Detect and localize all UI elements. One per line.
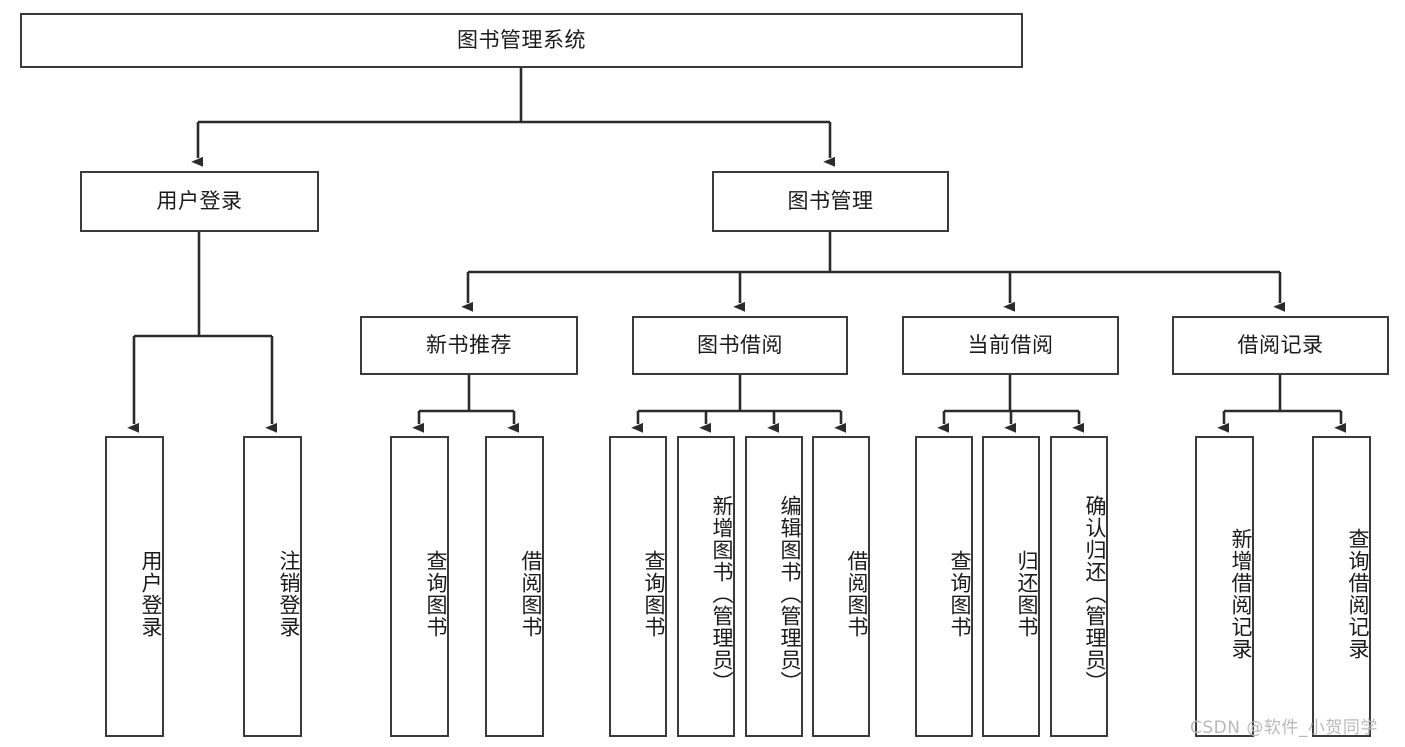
node-leaf-user-logout[interactable]: 注销登录	[243, 436, 302, 737]
node-leaf-add-book[interactable]: 新增图书（管理员）	[677, 436, 735, 737]
node-label: 注销登录	[277, 549, 301, 638]
node-label: 新增借阅记录	[1229, 527, 1253, 660]
node-leaf-confirm-return[interactable]: 确认归还（管理员）	[1050, 436, 1108, 737]
node-label: 用户登录	[139, 549, 163, 638]
node-leaf-query-book-1[interactable]: 查询图书	[390, 436, 449, 737]
node-new-book-rec[interactable]: 新书推荐	[360, 316, 578, 375]
node-leaf-user-login[interactable]: 用户登录	[105, 436, 164, 737]
node-book-manage[interactable]: 图书管理	[712, 171, 949, 232]
node-label: 借阅图书	[519, 549, 543, 638]
node-label: 借阅图书	[845, 549, 869, 638]
node-label: 查询图书	[948, 549, 972, 638]
node-label: 用户登录	[156, 188, 243, 213]
node-leaf-borrow-book-2[interactable]: 借阅图书	[812, 436, 870, 737]
node-label: 新增图书（管理员）	[710, 494, 734, 693]
node-label: 查询借阅记录	[1346, 527, 1370, 660]
node-label: 图书管理	[787, 188, 874, 213]
node-leaf-edit-book[interactable]: 编辑图书（管理员）	[745, 436, 803, 737]
node-label: 新书推荐	[426, 332, 512, 357]
node-book-borrow[interactable]: 图书借阅	[632, 316, 848, 375]
node-label: 图书借阅	[697, 332, 783, 357]
node-leaf-borrow-book-1[interactable]: 借阅图书	[485, 436, 544, 737]
node-label: 借阅记录	[1237, 332, 1324, 357]
node-root-system[interactable]: 图书管理系统	[20, 13, 1023, 68]
node-label: 编辑图书（管理员）	[778, 494, 802, 693]
node-borrow-record[interactable]: 借阅记录	[1172, 316, 1389, 375]
csdn-watermark: CSDN @软件_小贺同学	[1190, 718, 1378, 738]
node-leaf-query-book-3[interactable]: 查询图书	[915, 436, 973, 737]
node-label: 查询图书	[642, 549, 666, 638]
node-label: 归还图书	[1015, 549, 1039, 638]
node-label: 确认归还（管理员）	[1083, 494, 1107, 693]
node-label: 图书管理系统	[457, 27, 586, 52]
node-label: 当前借阅	[967, 332, 1054, 357]
node-leaf-return-book[interactable]: 归还图书	[982, 436, 1040, 737]
node-leaf-query-record[interactable]: 查询借阅记录	[1312, 436, 1371, 737]
node-label: 查询图书	[424, 549, 448, 638]
node-user-login[interactable]: 用户登录	[80, 171, 319, 232]
node-leaf-add-record[interactable]: 新增借阅记录	[1195, 436, 1254, 737]
node-leaf-query-book-2[interactable]: 查询图书	[609, 436, 667, 737]
node-current-borrow[interactable]: 当前借阅	[902, 316, 1119, 375]
